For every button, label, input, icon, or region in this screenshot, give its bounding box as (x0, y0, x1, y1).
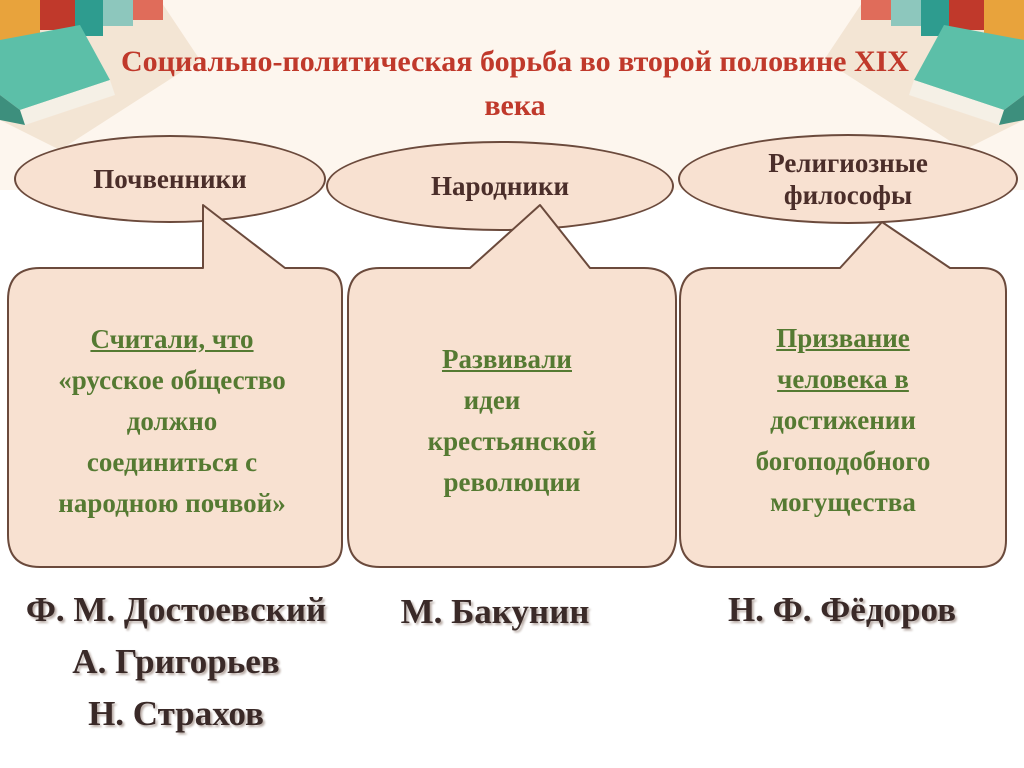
names-narodniki: М. Бакунин (352, 586, 638, 638)
text-line: идеи (348, 380, 676, 421)
text-line: должно (14, 401, 330, 442)
names-pochvenniki: Ф. М. Достоевский А. Григорьев Н. Страхо… (0, 584, 352, 740)
person-name: Н. Ф. Фёдоров (690, 584, 994, 636)
text-line: могущества (680, 482, 1006, 523)
text-line: «русское общество (14, 360, 330, 401)
names-religious-philosophers: Н. Ф. Фёдоров (690, 584, 994, 636)
text-line: революции (348, 462, 676, 503)
text-line: Развивали (348, 339, 676, 380)
text-line: соединиться с (14, 442, 330, 483)
person-name: А. Григорьев (0, 636, 352, 688)
text-line: крестьянской (348, 421, 676, 462)
person-name: Н. Страхов (0, 688, 352, 740)
person-name: Ф. М. Достоевский (0, 584, 352, 636)
bubble-text-pochvenniki: Считали, что «русское общество должно со… (14, 319, 330, 524)
text-line: Считали, что (14, 319, 330, 360)
bubble-text-religious-philosophers: Призвание человека в достижении богоподо… (680, 318, 1006, 523)
text-line: народною почвой» (14, 483, 330, 524)
person-name: М. Бакунин (352, 586, 638, 638)
text-line: достижении (680, 400, 1006, 441)
text-line: Призвание (680, 318, 1006, 359)
text-line: богоподобного (680, 441, 1006, 482)
bubble-text-narodniki: Развивали идеи крестьянской революции (348, 339, 676, 503)
text-line: человека в (680, 359, 1006, 400)
